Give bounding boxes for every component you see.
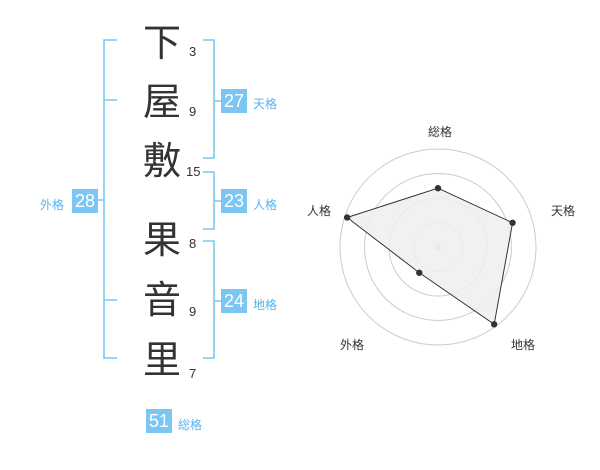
- jinkaku-label: 人格: [253, 198, 278, 212]
- stroke-count-4: 8: [189, 236, 197, 251]
- gaikaku-bracket: [98, 39, 117, 359]
- stroke-count-5: 9: [189, 304, 197, 319]
- name-char-1: 下: [142, 21, 181, 65]
- tenkaku-bracket: [203, 39, 221, 159]
- gaikaku-value-badge: 28: [72, 189, 98, 213]
- name-char-6: 里: [142, 338, 181, 382]
- radar-point-2: [490, 321, 498, 328]
- radar-point-0: [434, 185, 442, 192]
- radar-point-3: [416, 269, 423, 276]
- stroke-count-1: 3: [189, 44, 197, 59]
- name-char-3: 敷: [142, 139, 181, 183]
- name-char-4: 果: [142, 218, 181, 262]
- tenkaku-value-badge: 27: [221, 89, 247, 113]
- radar-axis-label-jinkaku: 人格: [307, 204, 332, 218]
- radar-axis-label-soukaku: 総格: [428, 125, 453, 139]
- radar-point-4: [343, 214, 351, 221]
- name-char-5: 音: [142, 278, 181, 322]
- radar-grid-ring: [364, 173, 512, 321]
- chikaku-bracket: [203, 240, 221, 359]
- radar-series-polygon: [346, 187, 514, 326]
- jinkaku-bracket: [203, 171, 221, 230]
- soukaku-label: 総格: [178, 418, 203, 432]
- soukaku-value-badge: 51: [146, 409, 172, 433]
- radar-axis-label-gaikaku: 外格: [340, 338, 365, 352]
- radar-axis-label-tenkaku: 天格: [551, 204, 576, 218]
- gaikaku-label: 外格: [40, 198, 65, 212]
- tenkaku-label: 天格: [253, 97, 278, 111]
- radar-point-1: [509, 219, 516, 226]
- name-char-2: 屋: [142, 80, 181, 124]
- radar-axis-label-chikaku: 地格: [511, 338, 536, 352]
- radar-grid-ring: [339, 148, 537, 346]
- stroke-count-2: 9: [189, 104, 197, 119]
- stroke-count-3: 15: [186, 164, 201, 179]
- stroke-count-6: 7: [189, 366, 197, 381]
- jinkaku-value-badge: 23: [221, 189, 247, 213]
- chikaku-label: 地格: [253, 298, 278, 312]
- chikaku-value-badge: 24: [221, 289, 247, 313]
